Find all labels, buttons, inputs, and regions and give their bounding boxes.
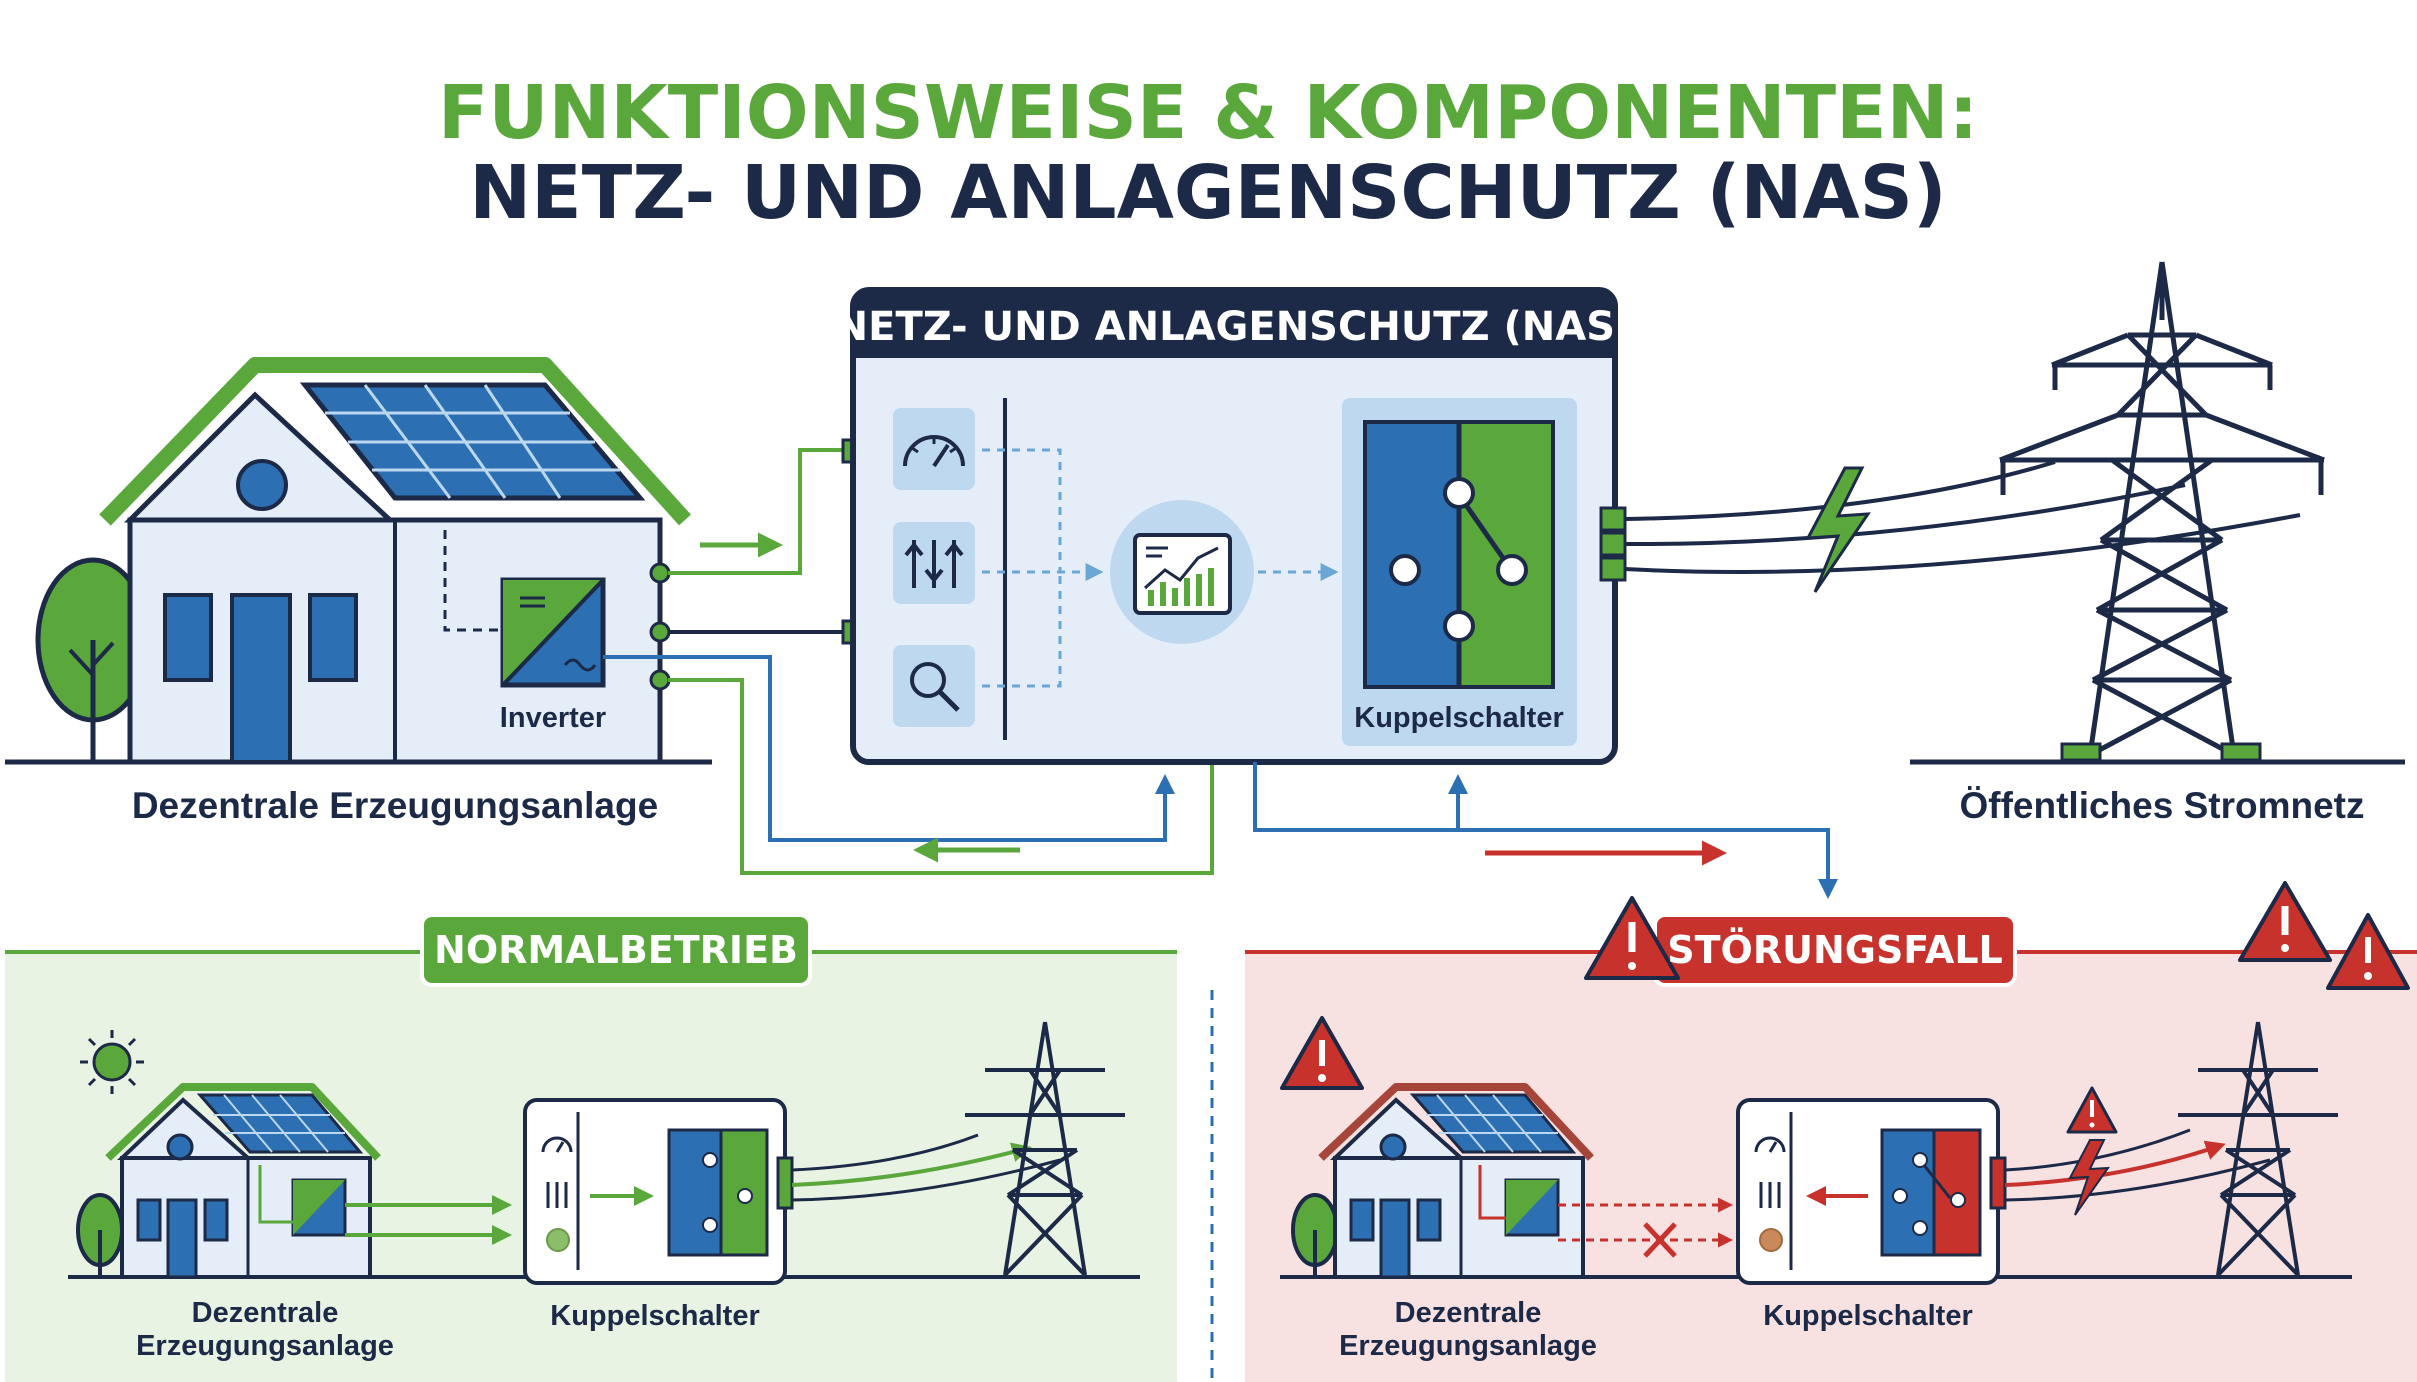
warning-icon — [2326, 913, 2410, 990]
title-line2: NETZ- UND ANLAGENSCHUTZ (NAS) — [469, 150, 1947, 236]
fault-house-caption-2: Erzeugungsanlage — [1339, 1330, 1597, 1362]
coupling-switch — [1342, 398, 1577, 746]
warning-icon — [2238, 881, 2332, 962]
search-icon — [910, 662, 960, 712]
warning-icon — [2066, 1086, 2118, 1134]
warning-icon — [1584, 896, 1680, 980]
gauge-icon — [903, 435, 965, 468]
nas-grid-connections — [1253, 460, 2301, 899]
inverter-icon — [500, 577, 606, 688]
nas-box — [850, 287, 1618, 765]
house-illustration — [5, 357, 712, 765]
lightning-icon — [1805, 466, 1871, 593]
solar-panel-icon — [299, 382, 646, 501]
house-caption: Dezentrale Erzeugungsanlage — [132, 785, 658, 826]
inverter-label: Inverter — [500, 702, 606, 734]
nas-box-header: NETZ- UND ANLAGENSCHUTZ (NAS) — [835, 304, 1634, 350]
fault-house-caption-1: Dezentrale — [1395, 1297, 1542, 1329]
warning-icon — [1280, 1016, 1364, 1090]
house-nas-connections — [603, 438, 1214, 875]
transmission-tower-icon — [1910, 261, 2405, 765]
sun-icon — [80, 1030, 144, 1094]
fault-panel — [1245, 881, 2417, 1382]
title-line1: FUNKTIONSWEISE & KOMPONENTEN: — [438, 70, 1978, 156]
normal-operation-panel — [5, 913, 1177, 1382]
chart-icon — [1110, 500, 1254, 644]
normal-house-caption-1: Dezentrale — [192, 1297, 339, 1329]
fault-switch-caption: Kuppelschalter — [1763, 1300, 1973, 1332]
normal-house-caption-2: Erzeugungsanlage — [136, 1330, 394, 1362]
grid-caption: Öffentliches Stromnetz — [1960, 785, 2365, 826]
sliders-icon — [904, 540, 964, 588]
fault-badge: STÖRUNGSFALL — [1667, 928, 2003, 972]
normal-switch-caption: Kuppelschalter — [550, 1300, 760, 1332]
normal-badge: NORMALBETRIEB — [434, 928, 798, 972]
switch-label: Kuppelschalter — [1354, 702, 1564, 734]
